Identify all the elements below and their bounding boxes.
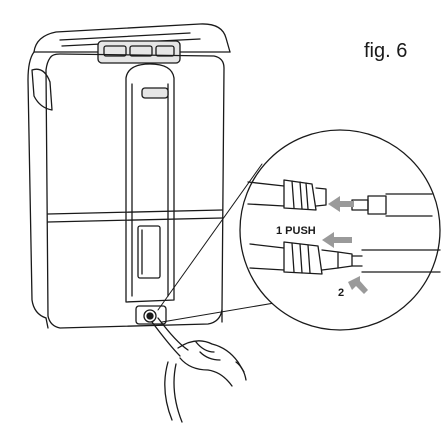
insert-arrow xyxy=(328,196,354,212)
hand-holding-hose xyxy=(151,317,247,423)
step-1-push-label: 1 PUSH xyxy=(276,225,316,237)
zoom-callout-lines xyxy=(157,163,293,323)
step-2-label: 2 xyxy=(338,287,344,299)
dehumidifier-unit xyxy=(27,23,231,329)
figure-label: fig. 6 xyxy=(364,40,408,62)
push-arrow xyxy=(322,232,352,248)
pull-arrow xyxy=(348,276,368,294)
magnified-connector-view xyxy=(239,129,441,331)
direction-arrows xyxy=(322,196,368,294)
